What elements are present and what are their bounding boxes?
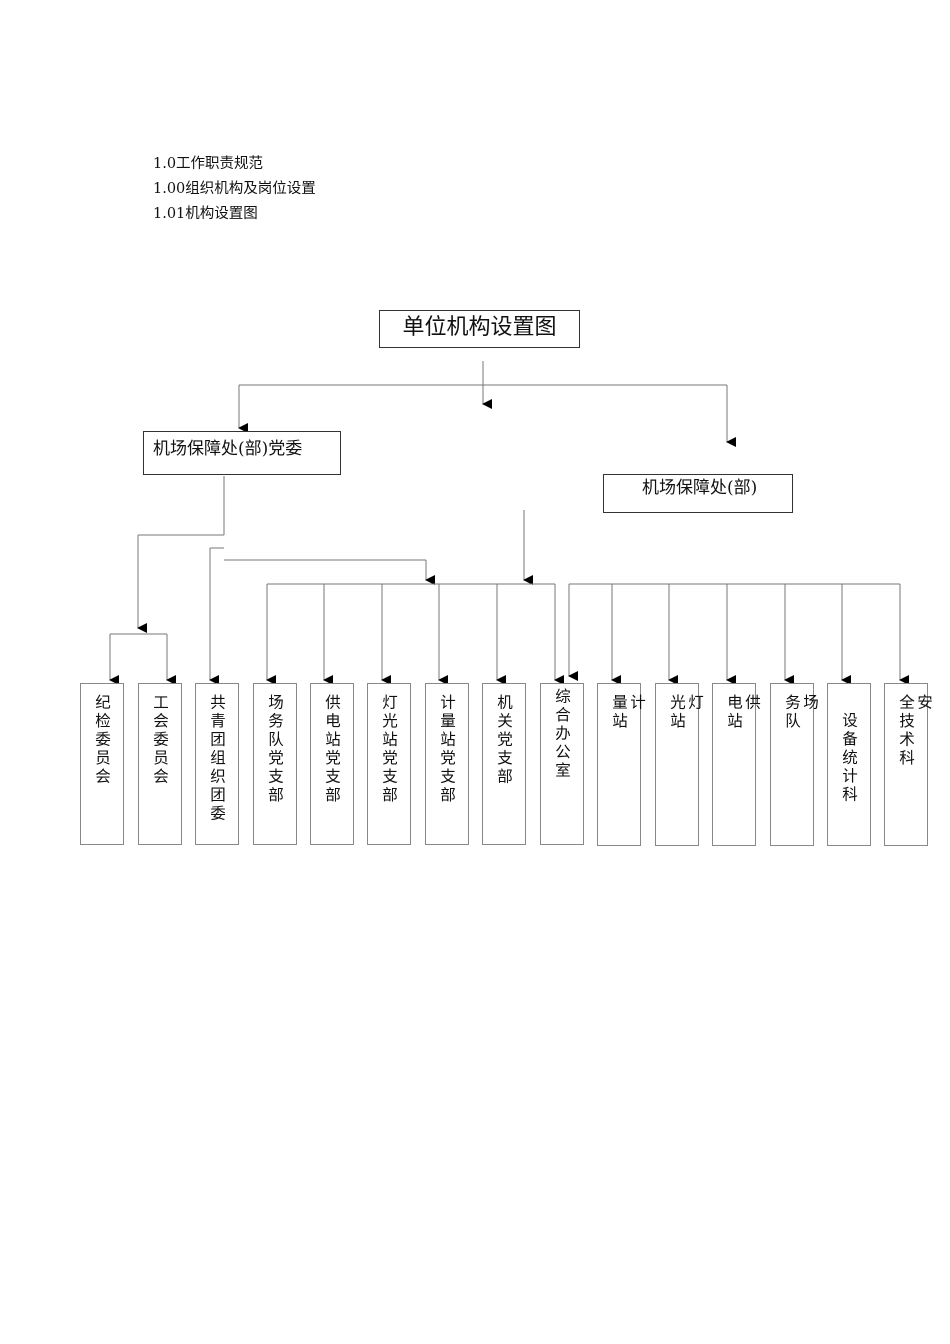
unit-label: 共青团组织团委: [208, 694, 226, 824]
unit-field-team: 场 务队: [770, 683, 819, 846]
unit-metering-station: 计 量站: [597, 683, 646, 846]
unit-discipline: 纪检委员会: [80, 683, 124, 845]
unit-label: 设备统计科: [840, 712, 858, 805]
unit-label: 纪检委员会: [93, 694, 111, 787]
unit-union: 工会委员会: [138, 683, 182, 845]
admin-dept-box: 机场保障处(部): [603, 474, 793, 513]
unit-label: 场 务队: [783, 694, 819, 731]
heading-1-0: 1.0工作职责规范: [153, 156, 264, 172]
unit-power-party: 供电站党支部: [310, 683, 354, 845]
unit-label: 灯光站党支部: [380, 694, 398, 805]
unit-label: 工会委员会: [151, 694, 169, 787]
unit-label: 场务队党支部: [266, 694, 284, 805]
unit-equipment: 设备统计科: [827, 683, 871, 846]
unit-label: 灯 光站: [668, 694, 704, 731]
unit-light-station: 灯 光站: [655, 683, 704, 846]
unit-youth: 共青团组织团委: [195, 683, 239, 845]
unit-general-office: 综合办公室: [540, 683, 584, 845]
unit-light-party: 灯光站党支部: [367, 683, 411, 845]
heading-1-00: 1.00组织机构及岗位设置: [153, 181, 316, 197]
unit-label: 计量站党支部: [438, 694, 456, 805]
unit-label: 机关党支部: [495, 694, 513, 787]
unit-label: 安 全技术科: [897, 694, 933, 768]
unit-label: 供电站党支部: [323, 694, 341, 805]
heading-1-01: 1.01机构设置图: [153, 206, 258, 222]
party-committee-box: 机场保障处(部)党委: [143, 431, 341, 475]
unit-label: 供 电站: [725, 694, 761, 731]
unit-office-party: 机关党支部: [482, 683, 526, 845]
unit-metering-party: 计量站党支部: [425, 683, 469, 845]
unit-field-party: 场务队党支部: [253, 683, 297, 845]
diagram-title-box: 单位机构设置图: [379, 310, 580, 348]
section-headings: 1.0工作职责规范 1.00组织机构及岗位设置 1.01机构设置图: [153, 152, 316, 227]
unit-safety: 安 全技术科: [884, 683, 933, 846]
unit-power-station: 供 电站: [712, 683, 761, 846]
unit-label: 综合办公室: [553, 688, 571, 781]
unit-label: 计 量站: [610, 694, 646, 731]
